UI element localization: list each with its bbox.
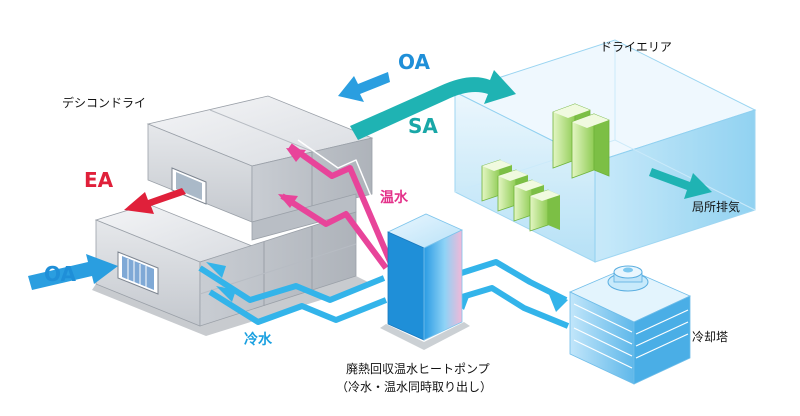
cold-water-label: 冷水: [244, 332, 272, 348]
sa-label: SA: [408, 114, 438, 138]
ea-label: EA: [84, 168, 114, 192]
oa-top-label: OA: [398, 50, 430, 74]
hot-water-label: 温水: [380, 190, 408, 206]
heat-pump-unit: [380, 213, 470, 350]
room-equipment-short: [481, 159, 560, 232]
cooling-tower-label: 冷却塔: [692, 330, 729, 344]
hot-water-pipes: [278, 139, 399, 270]
oa-inlet-vent: [117, 251, 159, 295]
local-exhaust-arrow: [649, 168, 712, 199]
room-equipment-tall: [552, 103, 610, 179]
oa-top-arrow: [338, 72, 390, 102]
dry-area-label: ドライエリア: [600, 40, 672, 54]
ea-arrow: [124, 188, 186, 214]
oa-left-arrow: [28, 254, 118, 290]
oa-left-label: OA: [44, 262, 76, 286]
cooling-tower: [569, 265, 691, 385]
local-exhaust-label: 局所排気: [692, 200, 741, 214]
heat-pump-label-line2: （冷水・温水同時取り出し）: [336, 380, 493, 394]
sa-arrow: [350, 70, 516, 140]
ea-outlet-vent: [171, 167, 207, 205]
heat-pump-label-line1: 廃熱回収温水ヒートポンプ: [346, 362, 490, 376]
desiccant-dryer-label: デシコンドライ: [62, 96, 147, 110]
cold-water-pipes: [198, 259, 570, 329]
